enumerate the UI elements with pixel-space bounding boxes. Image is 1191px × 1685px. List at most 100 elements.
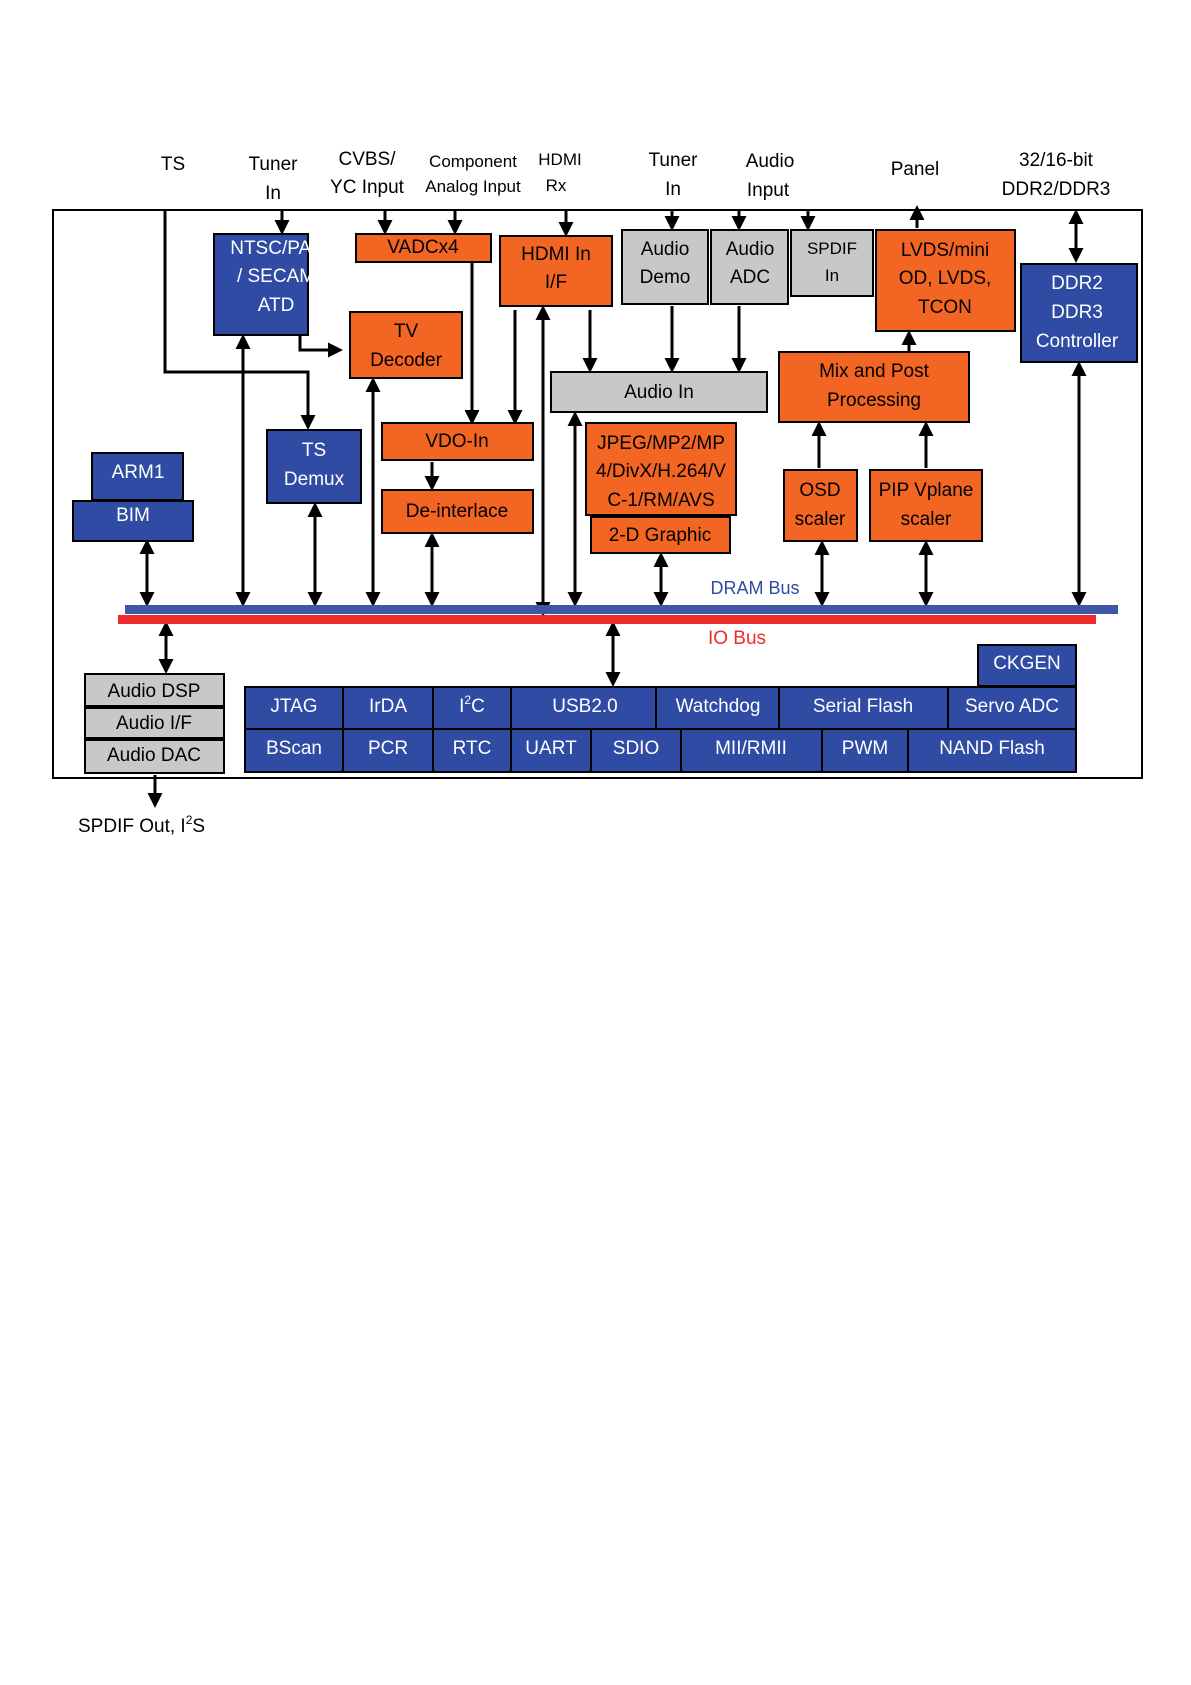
lvds-line3: TCON (918, 297, 972, 318)
audio-if-label: Audio I/F (116, 713, 192, 734)
usb-block (510, 686, 657, 730)
audio-dac-block (84, 739, 225, 774)
ts-label: TS (161, 154, 185, 175)
panel-label: Panel (891, 159, 940, 180)
hdmi-if-line1: HDMI In (521, 244, 591, 265)
arm1-label: ARM1 (112, 462, 165, 483)
audio-dsp-block (84, 673, 225, 707)
uart-block (510, 728, 592, 773)
component-line1: Component (429, 152, 517, 171)
lvds-line1: LVDS/mini (901, 240, 989, 261)
cvbs-line1: CVBS/ (338, 149, 396, 170)
ddr-ctrl-block (1020, 263, 1138, 363)
spdif-in-block (790, 229, 874, 297)
mii-block (680, 728, 823, 773)
vdo-in-block (381, 422, 534, 461)
mii-label: MII/RMII (715, 738, 787, 759)
osd-line2: scaler (795, 509, 846, 530)
spdif-in-line1: SPDIF (807, 239, 857, 258)
ddr-ext-line1: 32/16-bit (1019, 150, 1094, 171)
pip-line2: scaler (901, 509, 952, 530)
tv-decoder-line2: Decoder (370, 350, 442, 371)
sdio-label: SDIO (613, 738, 659, 759)
hdmi-if-block (499, 235, 613, 307)
mix-post-line1: Mix and Post (819, 361, 930, 382)
jpeg-line1: JPEG/MP2/MP (597, 433, 725, 454)
tv-decoder-block (349, 311, 463, 379)
spdif-out-label: SPDIF Out, I2S (78, 813, 205, 837)
vdo-in-label: VDO-In (425, 431, 488, 452)
hdmi-rx-line1: HDMI (538, 150, 581, 169)
ddr-ext-line2: DDR2/DDR3 (1002, 179, 1111, 200)
nand-block (907, 728, 1077, 773)
audio-demo-line1: Audio (641, 239, 690, 260)
audio-if-block (84, 707, 225, 739)
block-labels: NTSC/PAL / SECAM ATD DDR2 DDR3 Controlle… (107, 237, 1119, 766)
graphic2d-label: 2-D Graphic (609, 525, 711, 546)
ntsc-line3: ATD (258, 295, 295, 316)
servo-adc-block (947, 686, 1077, 730)
graphic2d-block (590, 516, 731, 554)
jpeg-block (585, 422, 737, 516)
serial-flash-label: Serial Flash (813, 696, 913, 717)
arm1-block (91, 452, 184, 501)
mix-post-line2: Processing (827, 390, 921, 411)
watchdog-label: Watchdog (676, 696, 761, 717)
ntsc-line1: NTSC/PAL (230, 238, 322, 259)
usb-label: USB2.0 (552, 696, 617, 717)
servo-adc-label: Servo ADC (965, 696, 1059, 717)
dram-bus-label: DRAM Bus (710, 578, 799, 598)
osd-block (783, 469, 858, 542)
dram-bus (125, 605, 1118, 614)
cvbs-line2: YC Input (330, 177, 405, 198)
audio-adc-line2: ADC (730, 267, 770, 288)
spdif-in-line2: In (825, 266, 839, 285)
hdmi-if-line2: I/F (545, 272, 567, 293)
jtag-label: JTAG (270, 696, 317, 717)
lvds-line2: OD, LVDS, (899, 268, 992, 289)
audio-in-block (550, 371, 768, 413)
ckgen-label: CKGEN (993, 653, 1061, 674)
audio-demo-block (621, 229, 709, 305)
atd-to-tvdecoder (298, 335, 343, 358)
tv-decoder-line1: TV (394, 321, 419, 342)
pip-line1: PIP Vplane (879, 480, 974, 501)
audio-adc-line1: Audio (726, 239, 775, 260)
pwm-label: PWM (842, 738, 888, 759)
vadc-label: VADCx4 (387, 237, 459, 258)
audio-in-label: Audio In (624, 382, 694, 403)
ddr-ctrl-line1: DDR2 (1051, 273, 1103, 294)
tuner-in-2-line1: Tuner (649, 150, 699, 171)
ts-demux-block (266, 429, 362, 504)
bim-block (72, 500, 194, 542)
ckgen-block (977, 644, 1077, 687)
io-bus-label: IO Bus (708, 628, 766, 649)
vadc-block (355, 233, 492, 263)
i2c-label: I2C (459, 693, 485, 717)
audio-input-line1: Audio (746, 151, 795, 172)
tuner-in-1-line2: In (265, 183, 281, 204)
jpeg-line2: 4/DivX/H.264/V (596, 461, 726, 482)
connections (139, 205, 1087, 808)
tuner-in-2-line2: In (665, 179, 681, 200)
uart-label: UART (525, 738, 577, 759)
bim-label: BIM (116, 505, 150, 526)
ddr-ctrl-line2: DDR3 (1051, 302, 1103, 323)
tuner-in-1-line1: Tuner (249, 154, 299, 175)
pip-block (869, 469, 983, 542)
i2c-block (432, 686, 512, 730)
pcr-label: PCR (368, 738, 408, 759)
component-line2: Analog Input (425, 177, 521, 196)
audio-input-line2: Input (747, 180, 790, 201)
ts-demux-line2: Demux (284, 469, 345, 490)
audio-adc-block (710, 229, 789, 305)
osd-line1: OSD (799, 480, 840, 501)
ddr-ctrl-line3: Controller (1036, 331, 1119, 352)
ntsc-line2: / SECAM (237, 266, 315, 287)
irda-label: IrDA (369, 696, 407, 717)
pwm-block (821, 728, 909, 773)
blocks (72, 229, 1138, 774)
mix-post-block (778, 351, 970, 423)
pcr-block (342, 728, 434, 773)
audio-dsp-label: Audio DSP (108, 681, 201, 702)
